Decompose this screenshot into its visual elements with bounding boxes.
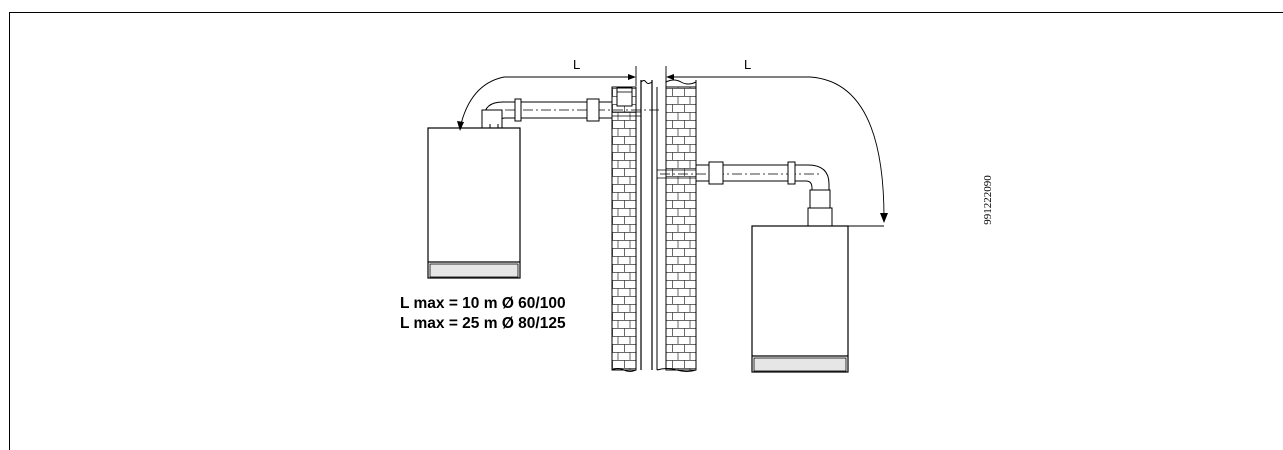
dimension-left bbox=[457, 66, 637, 131]
right-boiler bbox=[751, 225, 849, 373]
wall-terminal-cap bbox=[616, 87, 633, 107]
right-brick-wall bbox=[656, 79, 697, 372]
left-flue-pipe bbox=[481, 98, 660, 129]
figure-frame bbox=[9, 12, 1283, 450]
dimension-label-left: L bbox=[573, 57, 580, 72]
dimension-label-right: L bbox=[744, 57, 751, 72]
drawing-number-text: 991222090 bbox=[982, 175, 994, 225]
spec-line-80-125: L max = 25 m Ø 80/125 bbox=[400, 315, 566, 332]
right-flue-pipe bbox=[657, 161, 833, 227]
spec-line-60-100: L max = 10 m Ø 60/100 bbox=[400, 295, 566, 312]
cavity-gap bbox=[640, 80, 653, 370]
left-boiler bbox=[427, 124, 521, 279]
dimension-right bbox=[665, 66, 888, 227]
left-brick-wall bbox=[611, 86, 637, 372]
